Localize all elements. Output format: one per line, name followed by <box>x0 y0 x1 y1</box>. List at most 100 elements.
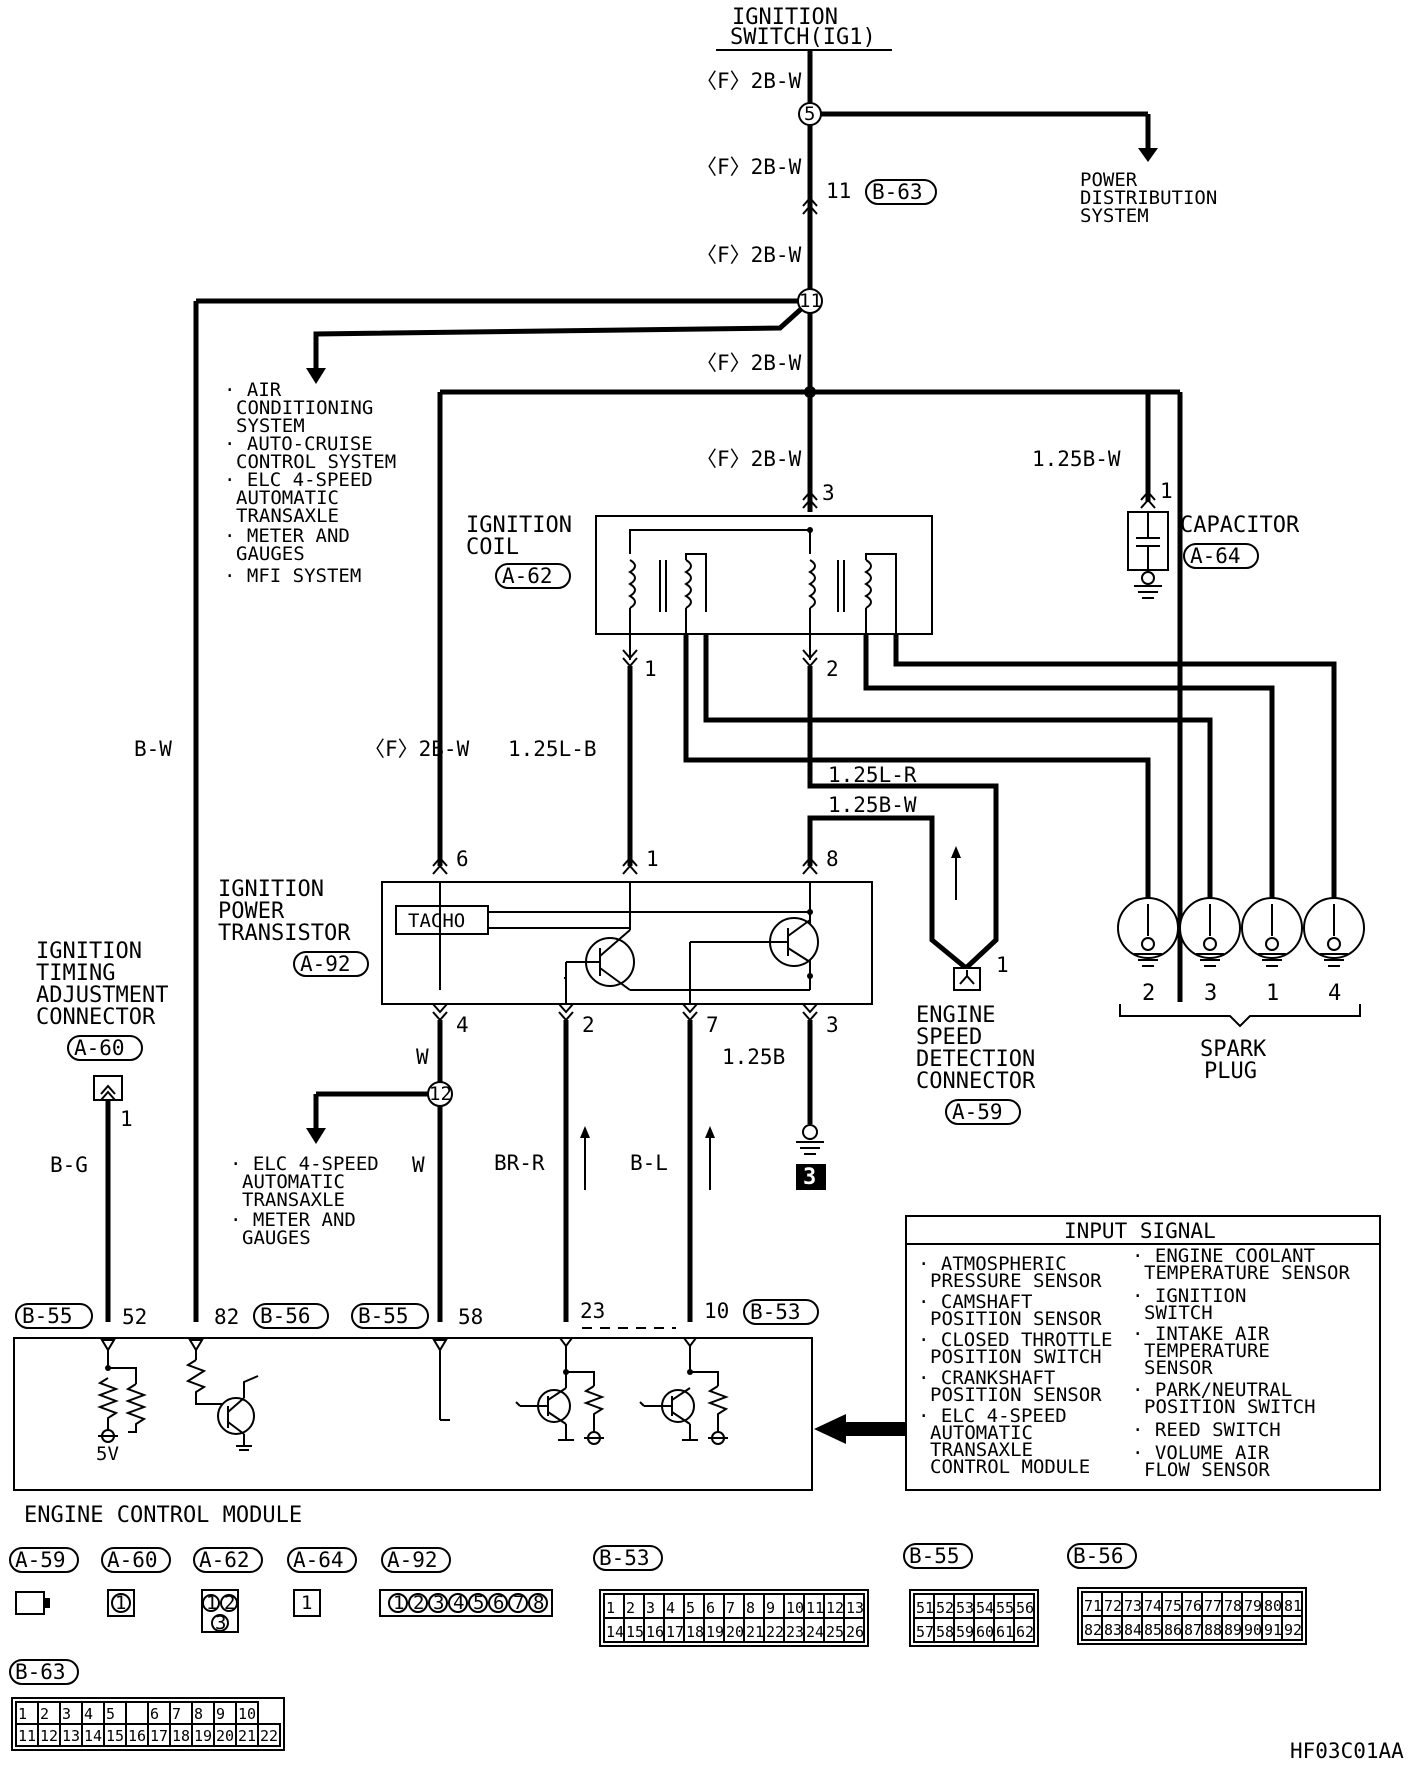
legend-b56-connector-pin: 88 <box>1204 1621 1222 1639</box>
legend-b53-connector-pin: 2 <box>626 1599 635 1617</box>
legend-b56-connector-pin: 81 <box>1284 1597 1302 1615</box>
transistor-pin-6: 6 <box>456 847 469 871</box>
legend-a62-pin: 2 <box>224 1592 235 1614</box>
legend-b53-connector-pin: 7 <box>726 1599 735 1617</box>
legend-tag-a-92 <box>381 1547 451 1573</box>
legend-b56-connector-pin: 71 <box>1084 1597 1102 1615</box>
legend-b55-connector-pin: 52 <box>936 1599 954 1617</box>
spark-wire-4 <box>893 634 1337 904</box>
wire-label-lr: 1.25L-R <box>828 763 917 787</box>
capacitor-label: CAPACITOR <box>1180 513 1300 538</box>
legend-tag-b-63 <box>9 1659 79 1685</box>
transistor-pin-1: 1 <box>646 847 659 871</box>
transistor-pin-8: 8 <box>826 847 839 871</box>
legend-tag-b-56-label: B-56 <box>1073 1544 1124 1568</box>
wire-label-lb: 1.25L-B <box>508 737 597 761</box>
engine-speed-label-1: ENGINE <box>916 1003 995 1028</box>
elc-list-3: TRANSAXLE <box>242 1189 345 1211</box>
engine-control-module-box <box>13 1337 813 1491</box>
wire-label-top-3: 〈F〉2B-W <box>696 243 802 267</box>
tag-a92-label: A-92 <box>300 952 351 976</box>
legend-b63-connector-pin: 9 <box>216 1705 225 1723</box>
legend-b55-connector <box>909 1589 1039 1647</box>
junction-5 <box>798 102 822 126</box>
legend-b56-connector-pin: 72 <box>1104 1597 1122 1615</box>
elc-list-5: GAUGES <box>242 1227 311 1249</box>
timing-connector <box>93 1075 123 1101</box>
input-signal-arrow-icon <box>814 1414 846 1444</box>
ecm-circuit-10 <box>639 1337 729 1445</box>
input-left-9: · ELC 4-SPEED <box>918 1405 1067 1427</box>
legend-b63-connector-pin: 22 <box>260 1727 278 1745</box>
legend-b63-connector <box>11 1697 285 1751</box>
tag-b56-label: B-56 <box>260 1304 311 1328</box>
legend-b55-connector-pin: 62 <box>1016 1623 1034 1641</box>
legend-b63-connector-pin: 20 <box>216 1727 234 1745</box>
ignition-switch-label-2: SWITCH(IG1) <box>730 25 876 50</box>
legend-b56-connector-pin: 73 <box>1124 1597 1142 1615</box>
legend-b63-connector-pin: 18 <box>172 1727 190 1745</box>
coil-winding-1 <box>628 559 636 609</box>
coil-label-2: COIL <box>466 535 519 560</box>
five-v-label: 5V <box>96 1443 119 1465</box>
legend-a92-pin: 2 <box>413 1592 424 1614</box>
elc-arrow-icon <box>306 1128 326 1144</box>
power-dist-arrow-icon <box>1138 148 1158 162</box>
legend-b63-connector-pin: 16 <box>128 1727 146 1745</box>
input-left-6: POSITION SWITCH <box>930 1346 1102 1368</box>
wire-label-bw: B-W <box>134 737 172 761</box>
legend-b53-connector-pin: 8 <box>746 1599 755 1617</box>
power-dist-label-3: SYSTEM <box>1080 205 1149 227</box>
junction-5-label: 5 <box>804 103 815 125</box>
transistor-pin-7: 7 <box>706 1013 719 1037</box>
legend-b53-connector-pin: 1 <box>606 1599 615 1617</box>
legend-tag-a-62 <box>193 1547 263 1573</box>
transistor-1-icon <box>564 929 810 991</box>
transistor-label-2: POWER <box>218 899 285 924</box>
legend-b63-connector-pin: 3 <box>62 1705 71 1723</box>
legend-a59-connector <box>15 1591 45 1615</box>
input-left-4: POSITION SENSOR <box>930 1308 1102 1330</box>
legend-b56-connector-pin: 91 <box>1264 1621 1282 1639</box>
legend-b56-connector-pin: 77 <box>1204 1597 1222 1615</box>
input-right-10: · REED SWITCH <box>1132 1419 1281 1441</box>
ecm-pin-58: 58 <box>458 1305 483 1329</box>
wire-label-bg: B-G <box>50 1153 88 1177</box>
systems-list-9: · METER AND <box>224 525 350 547</box>
coil-winding-2 <box>684 559 692 609</box>
tag-a59-label: A-59 <box>952 1100 1003 1124</box>
legend-a62-pin: 1 <box>206 1592 217 1614</box>
engine-speed-pin-1: 1 <box>996 953 1009 977</box>
wire-label-top-4: 〈F〉2B-W <box>696 351 802 375</box>
legend-b63-connector-pin: 17 <box>150 1727 168 1745</box>
input-left-12: CONTROL MODULE <box>930 1456 1090 1478</box>
legend-a92-pin: 3 <box>433 1592 444 1614</box>
legend-b56-connector-pin: 75 <box>1164 1597 1182 1615</box>
tag-b53 <box>743 1299 819 1325</box>
systems-list-4: · AUTO-CRUISE <box>224 433 373 455</box>
legend-b53-connector-pin: 24 <box>806 1623 824 1641</box>
wire-label-w1: W <box>416 1045 429 1069</box>
input-signal-title: INPUT SIGNAL <box>1064 1219 1216 1243</box>
power-dist-label-1: POWER <box>1080 169 1138 191</box>
transistor-2-icon <box>689 917 819 990</box>
legend-b63-connector-pin: 1 <box>18 1705 27 1723</box>
spark-label-2: PLUG <box>1204 1059 1257 1084</box>
power-dist-label-2: DISTRIBUTION <box>1080 187 1217 209</box>
legend-b53-connector-pin: 12 <box>826 1599 844 1617</box>
ecm-circuit-82 <box>185 1339 259 1451</box>
legend-b63-connector-pin: 7 <box>172 1705 181 1723</box>
legend-tag-a-59 <box>9 1547 79 1573</box>
tag-a59 <box>945 1099 1021 1125</box>
legend-b55-connector-pin: 56 <box>1016 1599 1034 1617</box>
br-r-arrow-icon <box>580 1126 590 1138</box>
tag-a60 <box>67 1035 143 1061</box>
input-left-3: · CAMSHAFT <box>918 1291 1032 1313</box>
legend-b63-connector-pin: 5 <box>106 1705 115 1723</box>
ecm-circuit-23 <box>515 1337 605 1445</box>
ecm-label: ENGINE CONTROL MODULE <box>24 1503 302 1528</box>
legend-b56-connector-pin: 78 <box>1224 1597 1242 1615</box>
transistor-pin-4: 4 <box>456 1013 469 1037</box>
timing-pin-1: 1 <box>120 1107 133 1131</box>
legend-tag-a-60 <box>101 1547 171 1573</box>
